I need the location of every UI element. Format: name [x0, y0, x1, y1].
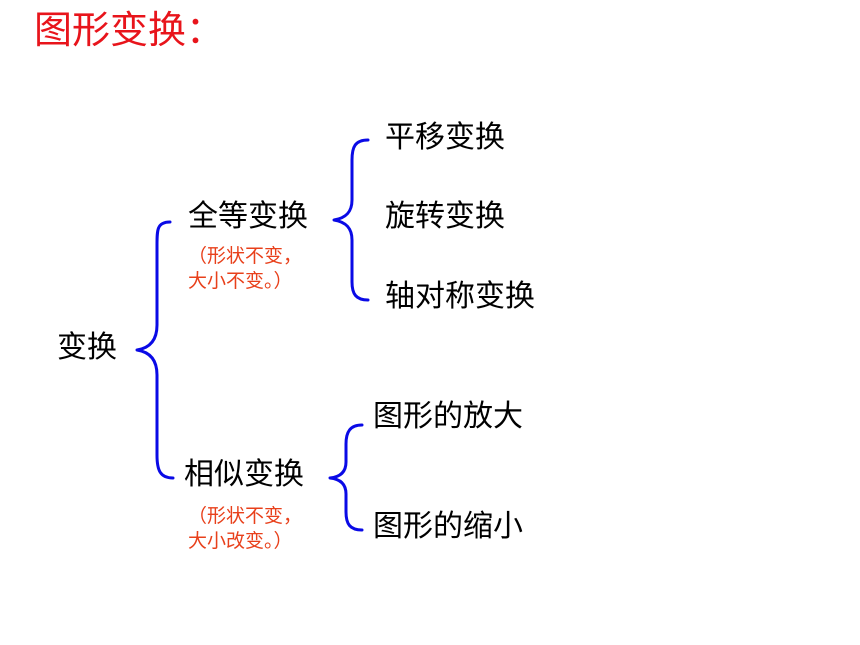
root-label: 变换	[57, 330, 117, 365]
congruent-brace	[332, 138, 370, 302]
note-line: 大小不变。）	[188, 269, 293, 292]
congruent-transformation-note: （形状不变， 大小不变。）	[188, 244, 302, 293]
note-line: （形状不变，	[188, 505, 303, 527]
leaf-translation: 平移变换	[385, 120, 505, 155]
congruent-transformation-label: 全等变换	[188, 199, 308, 234]
leaf-rotation: 旋转变换	[385, 199, 505, 234]
note-line: （形状不变，	[188, 245, 303, 267]
root-brace	[135, 220, 175, 480]
similar-transformation-label: 相似变换	[184, 457, 304, 492]
note-line: 大小改变。）	[188, 529, 293, 552]
leaf-reflection: 轴对称变换	[385, 279, 535, 314]
similar-transformation-note: （形状不变， 大小改变。）	[188, 504, 302, 553]
similar-brace	[328, 423, 364, 532]
leaf-reduction: 图形的缩小	[373, 509, 523, 544]
leaf-enlargement: 图形的放大	[373, 399, 523, 434]
page-title: 图形变换：	[34, 8, 225, 52]
